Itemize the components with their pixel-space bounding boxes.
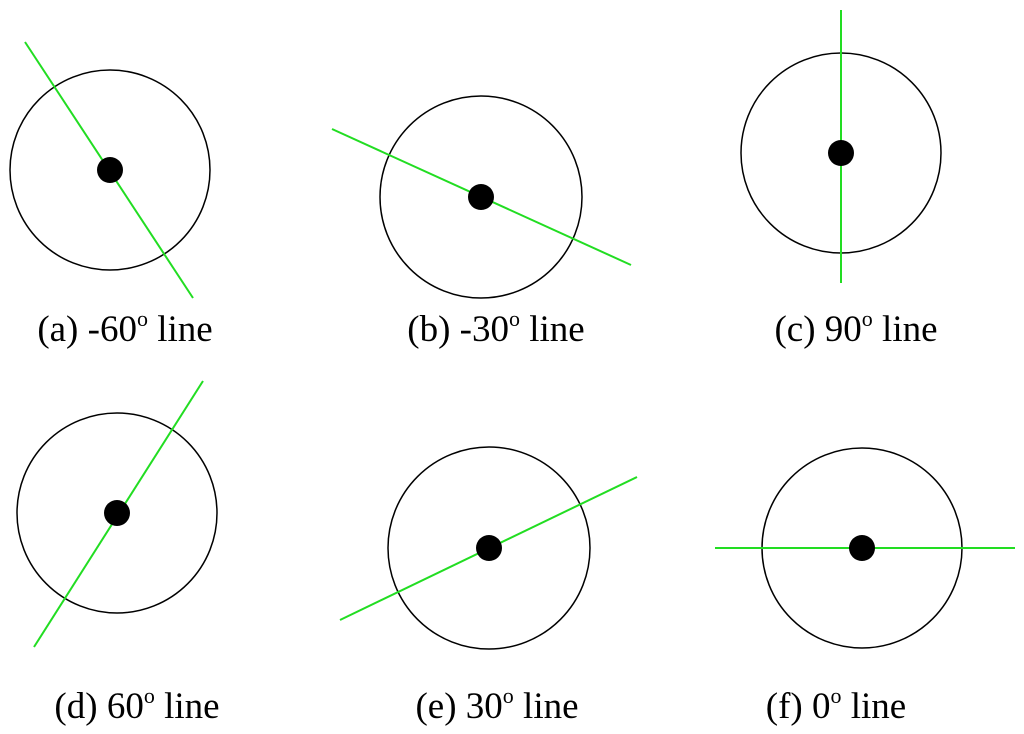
panel-b-caption: (b) -30o line [407, 306, 584, 350]
panel-d-caption: (d) 60o line [54, 683, 219, 727]
panel-a-dot [97, 157, 123, 183]
panel-a-caption: (a) -60o line [37, 306, 212, 350]
panel-e-caption: (e) 30o line [415, 683, 578, 727]
panel-d-dot [104, 500, 130, 526]
panel-b: (b) -30o line [331, 95, 632, 350]
panel-b-dot [468, 184, 494, 210]
panel-a-circle [9, 69, 211, 271]
panel-b-circle [379, 95, 583, 299]
panel-e: (e) 30o line [339, 446, 638, 727]
panel-f: (f) 0o line [715, 447, 1015, 727]
panel-c-dot [828, 140, 854, 166]
panel-e-dot [476, 535, 502, 561]
panel-d-circle [16, 412, 218, 614]
panel-f-dot [849, 535, 875, 561]
panel-a: (a) -60o line [9, 41, 213, 350]
panel-c-caption: (c) 90o line [774, 306, 937, 350]
panel-e-circle [387, 446, 591, 650]
panel-f-caption: (f) 0o line [766, 683, 906, 727]
panel-d: (d) 60o line [16, 380, 220, 727]
panel-c: (c) 90o line [740, 10, 942, 350]
